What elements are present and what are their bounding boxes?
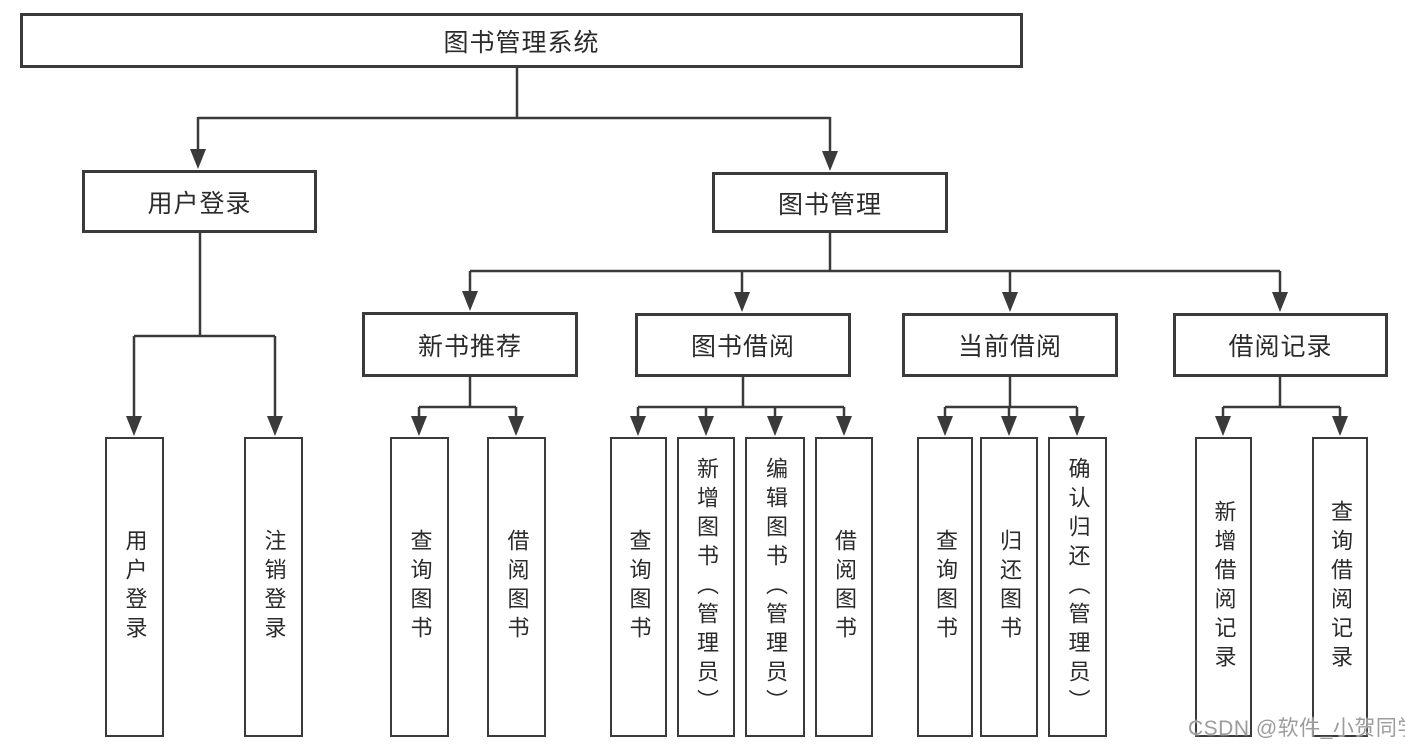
node-book-management: 图书管理 bbox=[712, 172, 948, 233]
node-library-management-system: 图书管理系统 bbox=[20, 13, 1023, 68]
leaf-query-borrow-record: 查询借阅记录 bbox=[1312, 437, 1368, 737]
leaf-user-login: 用户登录 bbox=[105, 437, 164, 737]
node-borrowing-records: 借阅记录 bbox=[1173, 313, 1388, 377]
leaf-confirm-return-admin: 确认归还（管理员） bbox=[1048, 437, 1107, 737]
leaf-add-books-admin: 新增图书（管理员） bbox=[677, 437, 735, 737]
leaf-query-books-recommend: 查询图书 bbox=[390, 437, 449, 737]
leaf-borrow-books-borrow: 借阅图书 bbox=[815, 437, 873, 737]
leaf-add-borrow-record: 新增借阅记录 bbox=[1195, 437, 1252, 737]
node-user-login: 用户登录 bbox=[82, 170, 317, 233]
leaf-query-books-borrow: 查询图书 bbox=[610, 437, 667, 737]
node-current-borrowing: 当前借阅 bbox=[902, 313, 1118, 377]
leaf-borrow-books-recommend: 借阅图书 bbox=[487, 437, 546, 737]
leaf-return-books: 归还图书 bbox=[980, 437, 1038, 737]
leaf-edit-books-admin: 编辑图书（管理员） bbox=[745, 437, 805, 737]
node-new-book-recommendation: 新书推荐 bbox=[362, 312, 578, 377]
leaf-query-books-current: 查询图书 bbox=[917, 437, 973, 737]
node-book-borrowing: 图书借阅 bbox=[635, 313, 851, 377]
leaf-logout: 注销登录 bbox=[244, 437, 303, 737]
watermark: CSDN @软件_小贺同学 bbox=[1188, 717, 1405, 740]
